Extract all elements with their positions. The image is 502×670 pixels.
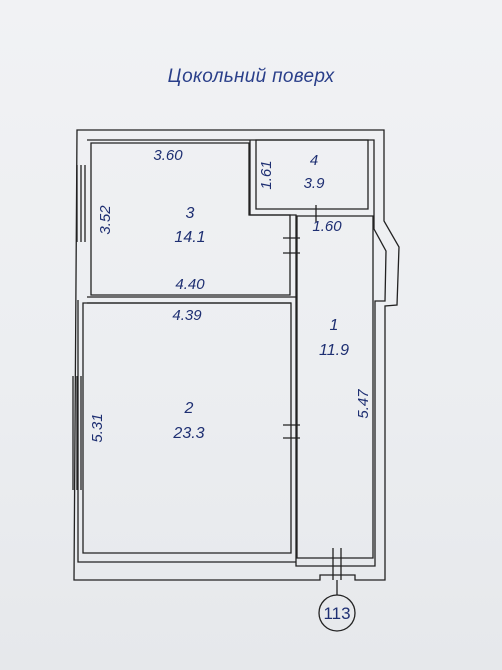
room-2-walls — [82, 302, 292, 554]
door-3-1 — [283, 237, 300, 254]
dim-room2-top: 4.39 — [172, 307, 202, 324]
room-2-number: 2 — [184, 400, 194, 417]
room-4-area: 3.9 — [304, 175, 326, 192]
room-1-area: 11.9 — [319, 342, 349, 359]
room-4-number: 4 — [310, 152, 318, 169]
room-4-walls — [255, 139, 369, 210]
dim-room1-top: 1.60 — [312, 218, 342, 235]
dim-room4-height: 1.61 — [258, 160, 275, 189]
unit-number-circle — [318, 594, 356, 632]
window-left-upper — [76, 165, 86, 242]
unit-number: 113 — [323, 604, 350, 623]
door-2-1 — [283, 424, 300, 439]
dim-room1-height: 5.47 — [355, 389, 372, 419]
entrance-door — [332, 548, 342, 580]
dim-room2-height: 5.31 — [89, 413, 106, 442]
dim-room3-top: 3.60 — [153, 147, 183, 164]
room-2-area: 23.3 — [172, 425, 204, 442]
room-1-walls — [296, 215, 374, 559]
room-3-walls — [90, 142, 291, 296]
floor-title: Цокольний поверх — [167, 66, 335, 87]
dim-room3-height: 3.52 — [97, 205, 114, 235]
outer-wall-outer-line — [73, 129, 400, 581]
window-left-lower — [72, 376, 82, 490]
partition-3-2 — [87, 296, 297, 304]
room-2-outer — [77, 300, 296, 563]
room-3-number: 3 — [186, 205, 195, 222]
room-3-area: 14.1 — [174, 229, 205, 246]
walls — [72, 129, 400, 595]
dim-room3-bottom: 4.40 — [175, 276, 205, 293]
room-1-number: 1 — [330, 317, 339, 334]
